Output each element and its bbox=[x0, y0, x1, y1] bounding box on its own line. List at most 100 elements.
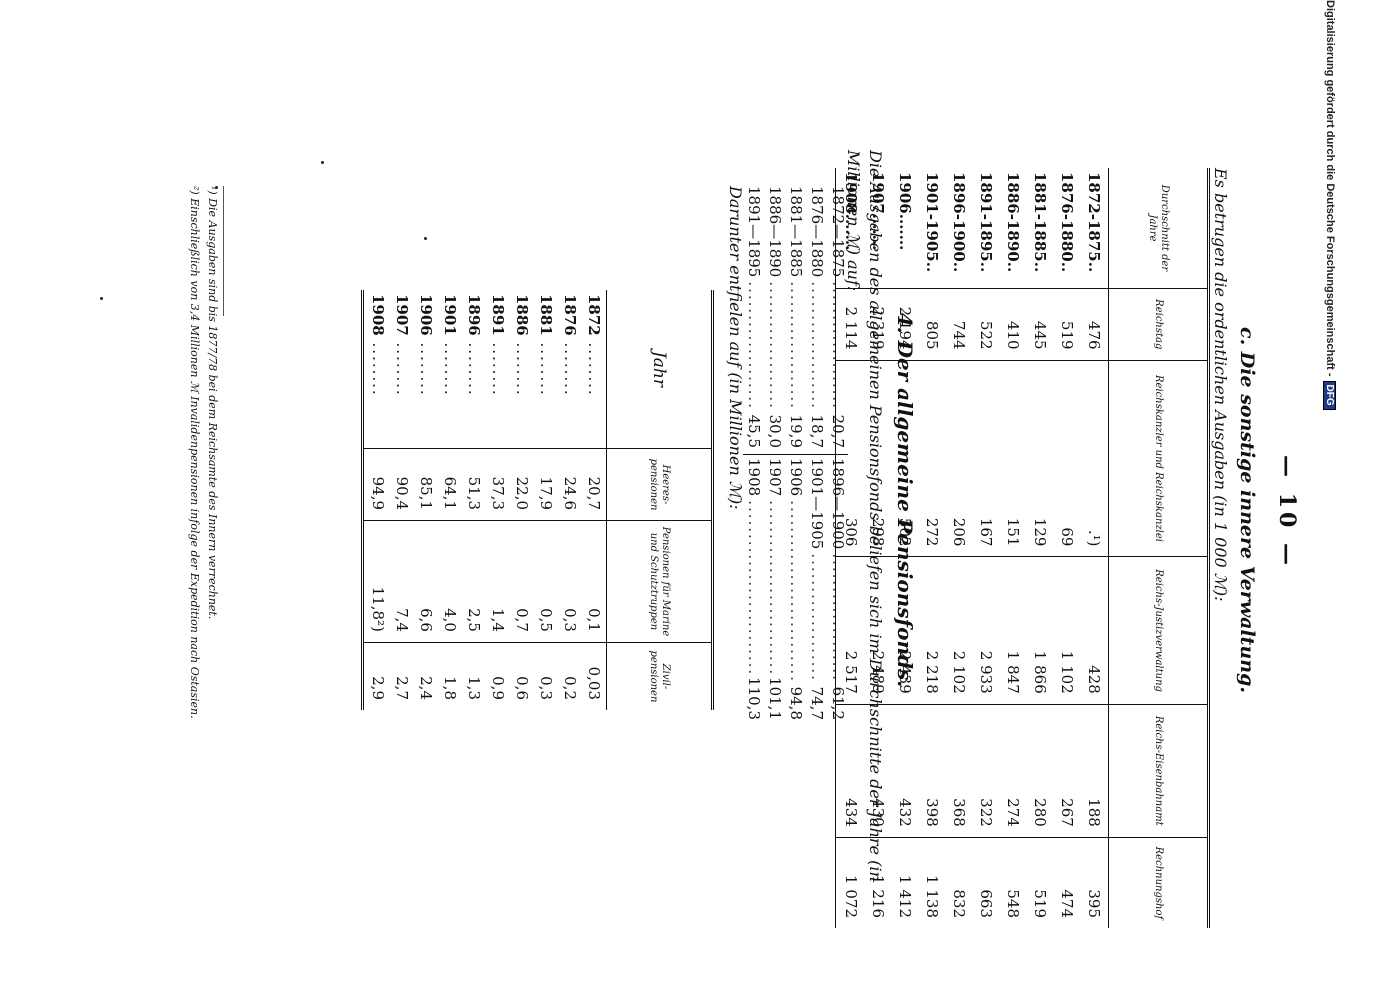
year-label: 1872 bbox=[585, 294, 603, 336]
period-cell: 1872-1875.. bbox=[1085, 172, 1104, 273]
value-cell: 22,0 bbox=[510, 448, 534, 521]
section-c-intro: Es betrugen die ordentlichen Ausgaben (i… bbox=[1211, 168, 1230, 602]
period-cell: 1881-1885.. bbox=[1031, 172, 1050, 273]
value-cell: 0,3 bbox=[558, 520, 582, 643]
scan-speck bbox=[215, 186, 218, 189]
list-item: 1896—190061,2 bbox=[827, 458, 848, 720]
value-cell: .¹) bbox=[1081, 360, 1109, 557]
value-cell: 476 bbox=[1081, 288, 1109, 361]
period-label: 1907 bbox=[766, 458, 784, 497]
period-label: 1872—1875 bbox=[829, 186, 847, 278]
dot-leader bbox=[806, 553, 827, 682]
amount-value: 74,7 bbox=[808, 686, 826, 720]
dot-leader bbox=[764, 500, 785, 673]
amount-value: 19,9 bbox=[787, 414, 805, 448]
period-cell: 1891-1895.. bbox=[977, 172, 996, 273]
scan-speck bbox=[100, 297, 103, 300]
value-cell: 322 bbox=[973, 704, 1000, 838]
value-cell: 744 bbox=[946, 288, 973, 361]
section-c-heading: c. Die sonstige innere Verwaltung. bbox=[1236, 327, 1258, 693]
scan-speck bbox=[424, 237, 427, 240]
period-cell: 1901-1905.. bbox=[923, 172, 942, 273]
scanned-page: — 10 — c. Die sonstige innere Verwaltung… bbox=[0, 0, 1310, 1000]
year-cell: 1876 ........ bbox=[558, 290, 582, 449]
value-cell: 2,4 bbox=[414, 642, 438, 710]
amount-value: 94,8 bbox=[787, 686, 805, 720]
list-item: 1881—1885 19,9 bbox=[785, 186, 806, 448]
year-cell: 1886 ........ bbox=[510, 290, 534, 449]
dot-leader: ........ bbox=[585, 335, 603, 397]
header-justiz: Reichs-Justizverwaltung bbox=[1108, 556, 1209, 705]
list-item: 1872—187520,7 bbox=[827, 186, 848, 448]
year-label: 1896 bbox=[465, 294, 483, 336]
value-cell: 6,6 bbox=[414, 520, 438, 643]
footnote-rule bbox=[223, 186, 224, 316]
value-cell: 20,7 bbox=[582, 448, 607, 521]
period-label: 1908 bbox=[745, 458, 763, 497]
dot-leader: ........ bbox=[537, 335, 555, 397]
value-cell: 280 bbox=[1027, 704, 1054, 838]
year-label: 1891 bbox=[489, 294, 507, 336]
year-label: 1881 bbox=[537, 294, 555, 336]
header-reichstag: Reichstag bbox=[1108, 288, 1209, 361]
period-label: 1896—1900 bbox=[829, 458, 847, 550]
list-item: 1908 110,3 bbox=[743, 458, 764, 720]
dot-leader bbox=[785, 500, 806, 682]
value-cell: 2,5 bbox=[462, 520, 486, 643]
header-year: Jahr bbox=[606, 290, 713, 449]
value-cell: 1 866 bbox=[1027, 556, 1054, 705]
amount-value: 45,5 bbox=[745, 414, 763, 448]
dot-leader bbox=[827, 553, 848, 682]
list-item: 1886—189030,0 bbox=[764, 186, 785, 448]
dot-leader bbox=[743, 500, 764, 673]
digitization-text: Digitalisierung gefördert durch die Deut… bbox=[1324, 0, 1336, 377]
page-number: — 10 — bbox=[1274, 455, 1300, 569]
value-cell: 167 bbox=[973, 360, 1000, 557]
year-cell: 1908 ........ bbox=[362, 290, 390, 449]
value-cell: 1 847 bbox=[1000, 556, 1027, 705]
year-label: 1907 bbox=[393, 294, 411, 336]
value-cell: 474 bbox=[1054, 837, 1081, 928]
period-cell: 1876-1880.. bbox=[1058, 172, 1077, 273]
value-cell: 410 bbox=[1000, 288, 1027, 361]
amount-value: 101,1 bbox=[766, 677, 784, 720]
darunter-text: Darunter entfielen auf (in Millionen ℳ): bbox=[726, 186, 745, 510]
dot-leader bbox=[743, 281, 764, 410]
value-cell: 2,7 bbox=[390, 642, 414, 710]
section-4-paragraph: Die Ausgaben des allgemeinen Pensionsfon… bbox=[844, 150, 885, 882]
value-cell: 267 bbox=[1054, 704, 1081, 838]
amount-value: 110,3 bbox=[745, 677, 763, 720]
digitization-note: Digitalisierung gefördert durch die Deut… bbox=[1318, 0, 1342, 1000]
section-4-heading: 4. Der allgemeine Pensionsfonds. bbox=[893, 312, 917, 688]
value-cell: 368 bbox=[946, 704, 973, 838]
period-label: 1901—1905 bbox=[808, 458, 826, 550]
value-cell: 519 bbox=[1027, 837, 1054, 928]
value-cell: 663 bbox=[973, 837, 1000, 928]
value-cell: 24,6 bbox=[558, 448, 582, 521]
dot-leader: ........ bbox=[441, 335, 459, 397]
header-eisenbahnamt: Reichs-Eisenbahnamt bbox=[1108, 704, 1209, 838]
year-label: 1908 bbox=[369, 294, 387, 336]
value-cell: 69 bbox=[1054, 360, 1081, 557]
value-cell: 272 bbox=[919, 360, 946, 557]
value-cell: 0,1 bbox=[582, 520, 607, 643]
period-label: 1881—1885 bbox=[787, 186, 805, 278]
list-item: 1891—189545,5 bbox=[743, 186, 764, 448]
value-cell: 0,9 bbox=[486, 642, 510, 710]
value-cell: 7,4 bbox=[390, 520, 414, 643]
value-cell: 188 bbox=[1081, 704, 1109, 838]
value-cell: 805 bbox=[919, 288, 946, 361]
year-cell: 1881 ........ bbox=[534, 290, 558, 449]
value-cell: 0,7 bbox=[510, 520, 534, 643]
value-cell: 4,0 bbox=[438, 520, 462, 643]
value-cell: 0,3 bbox=[534, 642, 558, 710]
